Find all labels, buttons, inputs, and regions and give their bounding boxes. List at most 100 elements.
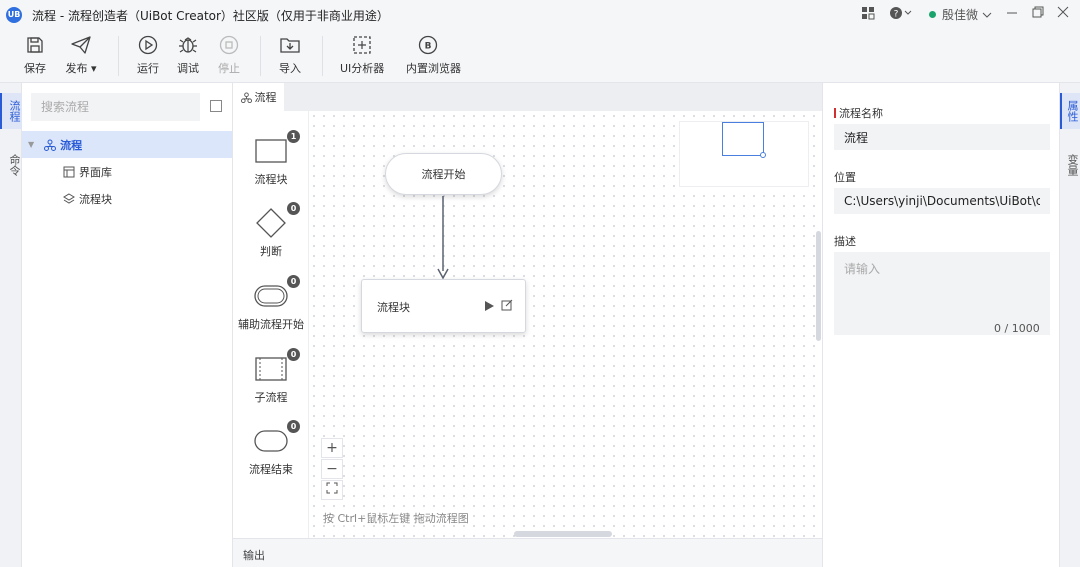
left-side-tabs: 流程 命令 bbox=[0, 83, 22, 567]
zoom-in-button[interactable]: + bbox=[321, 438, 343, 458]
tree-item-label: 界面库 bbox=[79, 165, 112, 179]
toolbar-divider bbox=[322, 36, 323, 76]
flow-icon bbox=[44, 139, 57, 151]
tab-properties[interactable]: 属性 bbox=[1060, 93, 1080, 129]
tree-item-ui-library[interactable]: 界面库 bbox=[22, 158, 232, 185]
import-folder-icon bbox=[280, 38, 300, 53]
svg-text:?: ? bbox=[894, 10, 899, 20]
count-badge: 0 bbox=[287, 348, 300, 361]
palette-item-aux-start[interactable]: 0 辅助流程开始 bbox=[233, 275, 309, 332]
start-node[interactable]: 流程开始 bbox=[385, 153, 502, 195]
title-bar: UB 流程 - 流程创造者（UiBot Creator）社区版（仅用于非商业用途… bbox=[0, 0, 1080, 30]
node-label: 流程块 bbox=[377, 301, 410, 314]
toolbar-divider bbox=[260, 36, 261, 76]
apps-icon[interactable] bbox=[861, 6, 875, 23]
right-side-tabs: 属性 变量 bbox=[1059, 83, 1080, 567]
description-label: 描述 bbox=[834, 235, 856, 248]
svg-text:B: B bbox=[425, 42, 432, 52]
minimap[interactable] bbox=[679, 121, 809, 187]
count-badge: 0 bbox=[287, 420, 300, 433]
expand-caret-icon[interactable]: ▼ bbox=[28, 140, 35, 149]
palette-item-flow-end[interactable]: 0 流程结束 bbox=[233, 420, 309, 477]
bug-icon bbox=[179, 37, 197, 53]
palette-label: 辅助流程开始 bbox=[238, 318, 304, 331]
flow-name-field[interactable] bbox=[834, 124, 1050, 150]
palette-label: 流程结束 bbox=[249, 463, 293, 476]
user-menu[interactable]: 殷佳微 bbox=[929, 6, 992, 23]
canvas-hint: 按 Ctrl+鼠标左键 拖动流程图 bbox=[323, 512, 469, 525]
minimap-viewport[interactable] bbox=[722, 122, 764, 156]
online-status-icon bbox=[929, 11, 936, 18]
tree-item-label: 流程 bbox=[60, 138, 83, 152]
save-icon bbox=[27, 37, 43, 53]
run-button[interactable]: 运行 bbox=[126, 34, 170, 76]
target-frame-icon bbox=[353, 36, 371, 54]
vertical-scrollbar[interactable] bbox=[816, 231, 821, 341]
tab-variables[interactable]: 变量 bbox=[1066, 154, 1079, 176]
palette-label: 判断 bbox=[260, 245, 282, 258]
tab-flow-editor[interactable]: 流程 bbox=[233, 83, 284, 111]
restore-icon[interactable] bbox=[1032, 4, 1044, 23]
output-panel[interactable]: 输出 bbox=[233, 538, 822, 567]
component-palette: 1 流程块 0 判断 0 辅助流程开始 0 子流程 0 流程结束 bbox=[233, 111, 309, 538]
collapse-panel-icon[interactable] bbox=[210, 100, 222, 112]
tab-commands[interactable]: 命令 bbox=[8, 154, 21, 176]
fit-view-button[interactable] bbox=[321, 480, 343, 500]
publish-button[interactable]: 发布 ▾ bbox=[59, 34, 103, 76]
flow-icon bbox=[240, 91, 252, 103]
stop-circle-icon bbox=[219, 35, 239, 55]
properties-panel: 流程名称 位置 描述 0 / 1000 bbox=[822, 83, 1059, 567]
browser-icon: B bbox=[418, 35, 438, 55]
close-icon[interactable] bbox=[1057, 4, 1069, 23]
flow-canvas[interactable]: 流程开始 流程块 + − 按 Ctrl+鼠标左键 拖动流程图 bbox=[309, 111, 822, 538]
location-field[interactable] bbox=[834, 188, 1050, 214]
edit-icon[interactable] bbox=[501, 299, 513, 311]
chevron-down-icon bbox=[982, 12, 992, 18]
play-circle-icon bbox=[138, 35, 158, 55]
debug-label: 调试 bbox=[177, 62, 199, 75]
help-icon[interactable]: ? bbox=[889, 6, 913, 23]
ui-analyzer-label: UI分析器 bbox=[340, 62, 385, 75]
caret-down-icon: ▾ bbox=[90, 62, 97, 75]
toolbar-divider bbox=[118, 36, 119, 76]
count-badge: 0 bbox=[287, 275, 300, 288]
import-label: 导入 bbox=[279, 62, 301, 75]
subflow-shape-icon bbox=[255, 357, 287, 381]
count-badge: 1 bbox=[287, 130, 300, 143]
ui-analyzer-button[interactable]: UI分析器 bbox=[340, 34, 384, 76]
tab-flow[interactable]: 流程 bbox=[0, 93, 22, 129]
character-counter: 0 / 1000 bbox=[994, 322, 1040, 335]
tree-item-flow[interactable]: ▼ 流程 bbox=[22, 131, 232, 158]
minimap-resize-handle[interactable] bbox=[760, 152, 766, 158]
toolbar: 保存 发布 ▾ 运行 调试 停止 导入 UI分析器 B bbox=[0, 30, 1080, 83]
description-field[interactable] bbox=[834, 252, 1050, 335]
flow-block-node[interactable]: 流程块 bbox=[361, 279, 526, 333]
debug-button[interactable]: 调试 bbox=[166, 34, 210, 76]
save-button[interactable]: 保存 bbox=[13, 34, 57, 76]
send-icon bbox=[71, 36, 91, 54]
double-pill-shape-icon bbox=[254, 285, 288, 307]
save-label: 保存 bbox=[24, 62, 46, 75]
minimize-icon[interactable] bbox=[1006, 4, 1018, 23]
flow-name-label: 流程名称 bbox=[834, 105, 883, 121]
import-button[interactable]: 导入 bbox=[268, 34, 312, 76]
palette-item-flow-block[interactable]: 1 流程块 bbox=[233, 130, 309, 187]
search-input[interactable] bbox=[31, 93, 200, 121]
horizontal-scrollbar[interactable] bbox=[514, 531, 612, 537]
play-icon[interactable] bbox=[484, 300, 495, 312]
publish-label: 发布 bbox=[65, 62, 88, 75]
editor-tab-bar: 流程 bbox=[233, 83, 822, 111]
pill-shape-icon bbox=[254, 430, 288, 452]
palette-item-decision[interactable]: 0 判断 bbox=[233, 202, 309, 259]
rectangle-shape-icon bbox=[255, 139, 287, 163]
stop-button[interactable]: 停止 bbox=[207, 34, 251, 76]
palette-item-subflow[interactable]: 0 子流程 bbox=[233, 348, 309, 405]
builtin-browser-button[interactable]: B 内置浏览器 bbox=[406, 34, 461, 76]
window-title: 流程 - 流程创造者（UiBot Creator）社区版（仅用于非商业用途） bbox=[32, 9, 389, 23]
app-logo: UB bbox=[6, 7, 22, 23]
zoom-out-button[interactable]: − bbox=[321, 459, 343, 479]
tree-item-flow-blocks[interactable]: 流程块 bbox=[22, 185, 232, 212]
stop-label: 停止 bbox=[218, 62, 240, 75]
output-label: 输出 bbox=[243, 549, 265, 562]
